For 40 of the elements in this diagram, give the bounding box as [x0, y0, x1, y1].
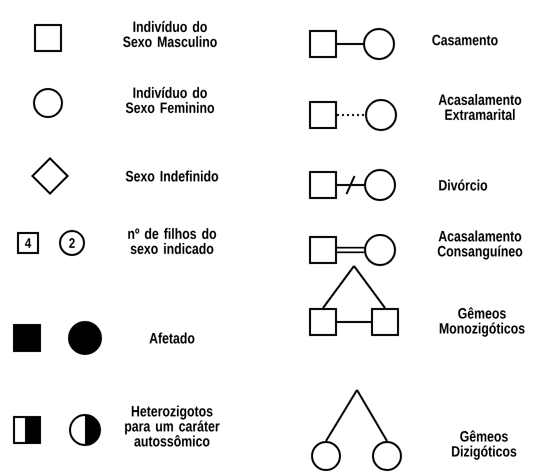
connector-line: [337, 114, 365, 116]
symbol-label: Gêmeos Monozigóticos: [440, 307, 525, 337]
connector-line: [353, 265, 386, 309]
half-filled-square-symbol: [13, 416, 41, 444]
square-symbol: [309, 308, 337, 336]
symbol-label: nº de filhos do sexo indicado: [128, 228, 216, 254]
square-symbol: [309, 236, 337, 264]
symbol-label: Acasalamento Consanguíneo: [438, 230, 522, 260]
circle-symbol: [372, 441, 402, 471]
circle-symbol: [363, 28, 395, 60]
symbol-label: Sexo Indefinido: [126, 170, 218, 182]
circle-symbol: [364, 169, 396, 201]
square-symbol: [34, 24, 62, 52]
connector-line: [336, 175, 365, 195]
connector-line: [325, 389, 358, 442]
square-symbol: [309, 101, 337, 129]
half-filled-circle-symbol: [69, 414, 101, 446]
filled-circle-symbol: [68, 321, 102, 355]
square-symbol: [309, 30, 337, 58]
square-symbol: [309, 171, 337, 199]
symbol-label: Acasalamento Extramarital: [438, 94, 522, 120]
symbol-label: Divórcio: [439, 179, 488, 191]
symbol-label: Afetado: [149, 332, 194, 344]
circle-symbol: [33, 88, 63, 118]
circle-symbol: [311, 441, 341, 471]
circle-symbol: [364, 234, 396, 266]
connector-line: [337, 43, 363, 45]
diamond-symbol: [31, 157, 69, 195]
symbol-label: Heterozigotos para um caráter autossômico: [125, 406, 220, 446]
symbol-label: Gêmeos Dizigóticos: [452, 430, 516, 460]
connector-line: [337, 246, 364, 254]
connector-line: [322, 265, 355, 309]
connector-line: [356, 390, 388, 442]
circle-symbol: [365, 99, 397, 131]
filled-square-symbol: [13, 324, 41, 352]
symbol-label: Casamento: [432, 34, 498, 46]
connector-line: [337, 321, 371, 323]
symbol-label: Indivíduo do Sexo Feminino: [126, 86, 214, 114]
square-symbol: [371, 308, 399, 336]
symbol-label: Indivíduo do Sexo Masculino: [123, 20, 217, 48]
